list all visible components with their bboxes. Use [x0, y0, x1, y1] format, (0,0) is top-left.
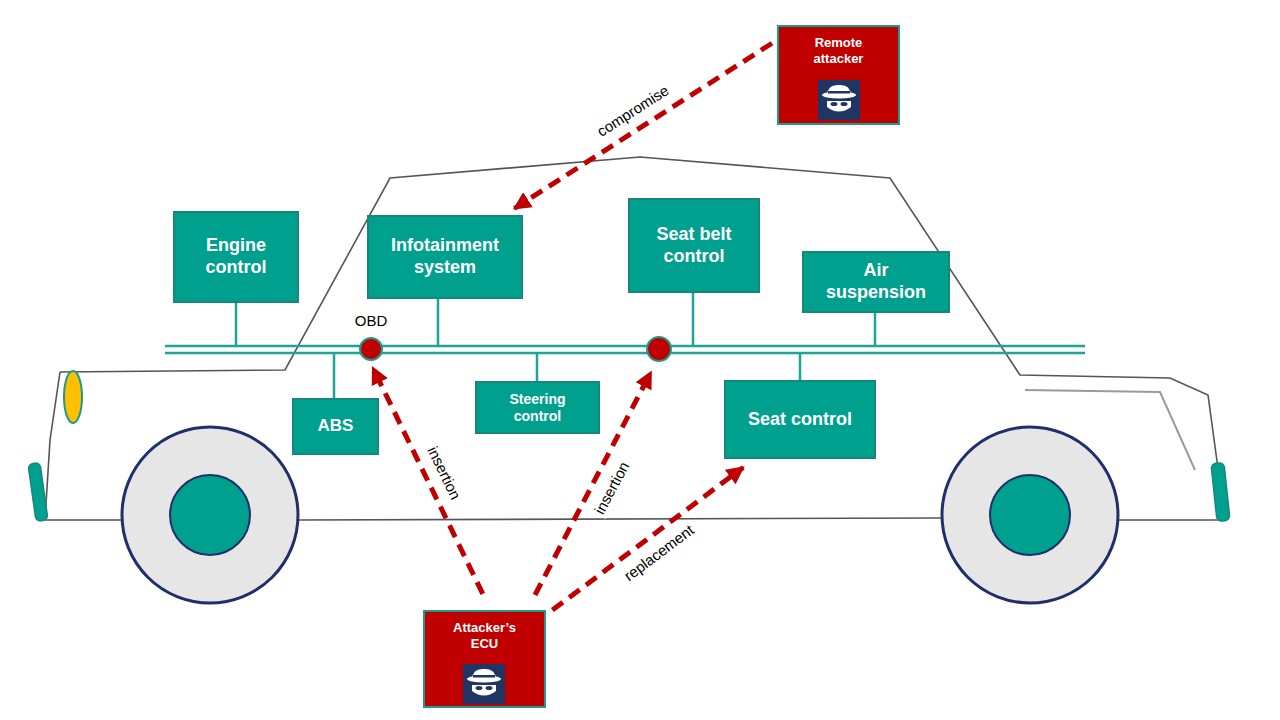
- edge-label: insertion: [423, 442, 466, 504]
- attack-arrow: [552, 467, 743, 610]
- port-dot: [358, 336, 384, 362]
- attacker-box: Remote attacker: [777, 25, 900, 125]
- attack-arrow: [373, 368, 483, 594]
- ecu-box: Steering control: [475, 381, 600, 434]
- edge-label: compromise: [593, 80, 675, 141]
- attacker-box: Attacker’s ECU: [423, 610, 546, 708]
- wheel: [122, 427, 298, 603]
- hacker-icon: [463, 664, 505, 704]
- headlight: [64, 371, 82, 423]
- ecu-box: Seat control: [724, 380, 876, 459]
- rear-light: [1211, 462, 1230, 521]
- front-light: [28, 462, 48, 521]
- ecu-box: Seat belt control: [628, 198, 760, 293]
- port-dot: [360, 338, 382, 360]
- ecu-name: Steering control: [493, 391, 583, 425]
- ecu-name: Infotainment system: [375, 235, 515, 278]
- attack-arrow: [514, 43, 772, 208]
- ecu-box: Infotainment system: [367, 215, 523, 299]
- attacker-name: Attacker’s ECU: [440, 620, 530, 651]
- ecu-name: Seat belt control: [639, 224, 749, 267]
- bus-tap: [647, 337, 671, 361]
- arrow-label: insertion: [590, 457, 634, 519]
- wheel-hub: [990, 475, 1070, 555]
- ecu-name: Engine control: [186, 235, 286, 278]
- ecu-box: Air suspension: [802, 251, 950, 313]
- ecu-name: Seat control: [748, 409, 852, 431]
- ecu-name: Air suspension: [821, 260, 931, 303]
- ecu-box: ABS: [292, 398, 379, 455]
- hacker-icon: [818, 80, 860, 120]
- wheel: [942, 427, 1118, 603]
- edge-label: replacement: [619, 520, 699, 586]
- obd-port: OBD: [346, 312, 396, 364]
- ecu-name: ABS: [318, 416, 354, 436]
- port-name: OBD: [355, 312, 388, 330]
- attacker-name: Remote attacker: [799, 35, 879, 66]
- ecu-box: Engine control: [173, 211, 299, 303]
- wheel-hub: [170, 475, 250, 555]
